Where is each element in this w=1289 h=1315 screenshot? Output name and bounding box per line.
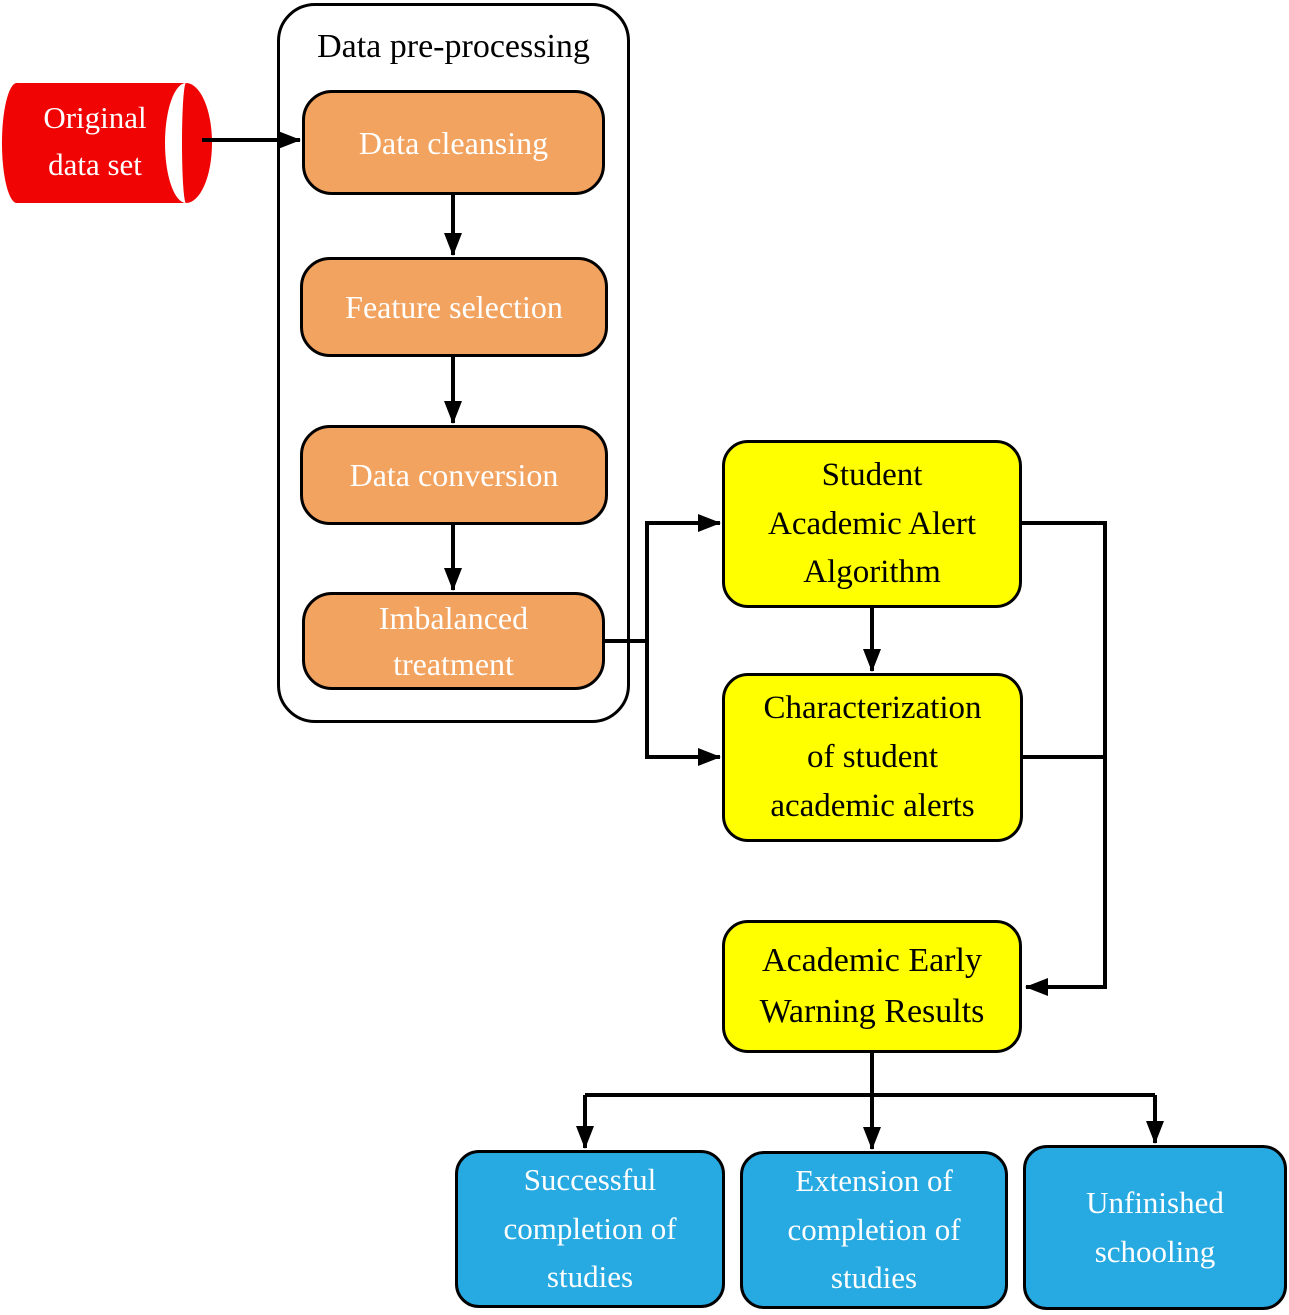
node-student-academic-alert-algorithm-label: Student Academic Alert Algorithm bbox=[768, 456, 976, 591]
node-extension-of-completion-of-studies: Extension of completion of studies bbox=[740, 1151, 1008, 1309]
node-imbalanced-treatment: Imbalanced treatment bbox=[302, 592, 605, 690]
node-unfinished-schooling: Unfinished schooling bbox=[1023, 1145, 1287, 1310]
node-characterization-of-student-academic-alerts: Characterization of student academic ale… bbox=[722, 673, 1023, 842]
node-successful-completion-of-studies: Successful completion of studies bbox=[455, 1150, 725, 1308]
arrow-imbalanced-to-saaa bbox=[645, 514, 721, 641]
cylinder-body bbox=[1, 82, 213, 203]
node-feature-selection: Feature selection bbox=[300, 257, 608, 357]
node-unfinished-schooling-label: Unfinished schooling bbox=[1086, 1184, 1224, 1269]
group-data-preprocessing-title: Data pre-processing bbox=[317, 28, 590, 65]
arrow-saaa-to-aewr bbox=[1022, 521, 1107, 996]
node-characterization-label: Characterization of student academic ale… bbox=[763, 690, 982, 824]
node-original-data-set: Original data set bbox=[43, 100, 147, 182]
arrow-imbalanced-to-characterization bbox=[645, 641, 721, 766]
node-data-cleansing-label: Data cleansing bbox=[358, 124, 549, 161]
node-successful-completion-label: Successful completion of studies bbox=[503, 1162, 677, 1295]
node-extension-completion-label: Extension of completion of studies bbox=[787, 1163, 961, 1296]
node-academic-early-warning-results-label: Academic Early Warning Results bbox=[759, 942, 985, 1030]
node-feature-selection-label: Feature selection bbox=[345, 289, 563, 325]
node-data-conversion-label: Data conversion bbox=[349, 457, 559, 493]
node-imbalanced-treatment-label: Imbalanced treatment bbox=[378, 599, 529, 682]
node-data-cleansing: Data cleansing bbox=[302, 90, 605, 195]
group-data-preprocessing bbox=[277, 3, 630, 723]
node-data-conversion: Data conversion bbox=[300, 425, 608, 525]
original-dataset-cylinder-shape bbox=[1, 82, 213, 203]
node-student-academic-alert-algorithm: Student Academic Alert Algorithm bbox=[722, 440, 1022, 608]
cylinder-cap-highlight bbox=[165, 83, 186, 203]
node-academic-early-warning-results: Academic Early Warning Results bbox=[722, 920, 1022, 1053]
